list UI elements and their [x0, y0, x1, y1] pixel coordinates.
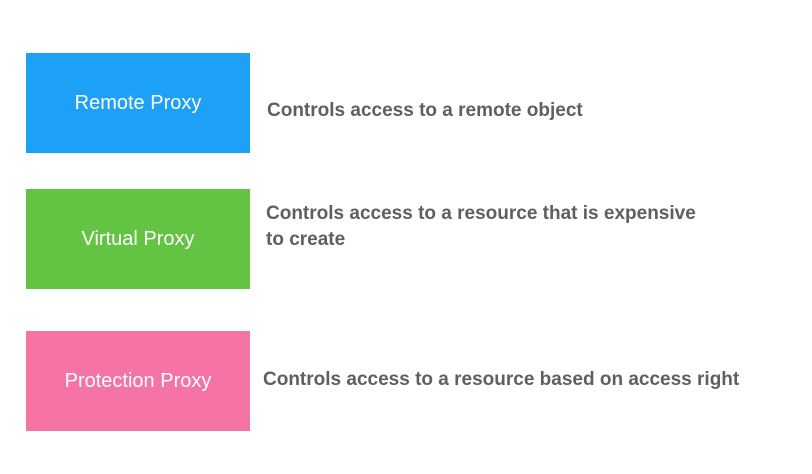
remote-proxy-description: Controls access to a remote object [267, 98, 583, 124]
protection-proxy-description-line-1: Controls access to a resource based on a… [263, 369, 740, 390]
remote-proxy-box: Remote Proxy [26, 53, 250, 153]
virtual-proxy-description-line-2: to create [266, 229, 346, 250]
remote-proxy-description-line-1: Controls access to a remote object [267, 100, 583, 121]
virtual-proxy-label: Virtual Proxy [81, 227, 195, 250]
virtual-proxy-description: Controls access to a resource that is ex… [266, 201, 696, 253]
protection-proxy-label: Protection Proxy [64, 369, 212, 392]
virtual-proxy-description-line-1: Controls access to a resource that is ex… [266, 203, 696, 224]
remote-proxy-label: Remote Proxy [74, 91, 202, 114]
protection-proxy-description: Controls access to a resource based on a… [263, 367, 739, 393]
protection-proxy-box: Protection Proxy [26, 331, 250, 431]
virtual-proxy-box: Virtual Proxy [26, 189, 250, 289]
